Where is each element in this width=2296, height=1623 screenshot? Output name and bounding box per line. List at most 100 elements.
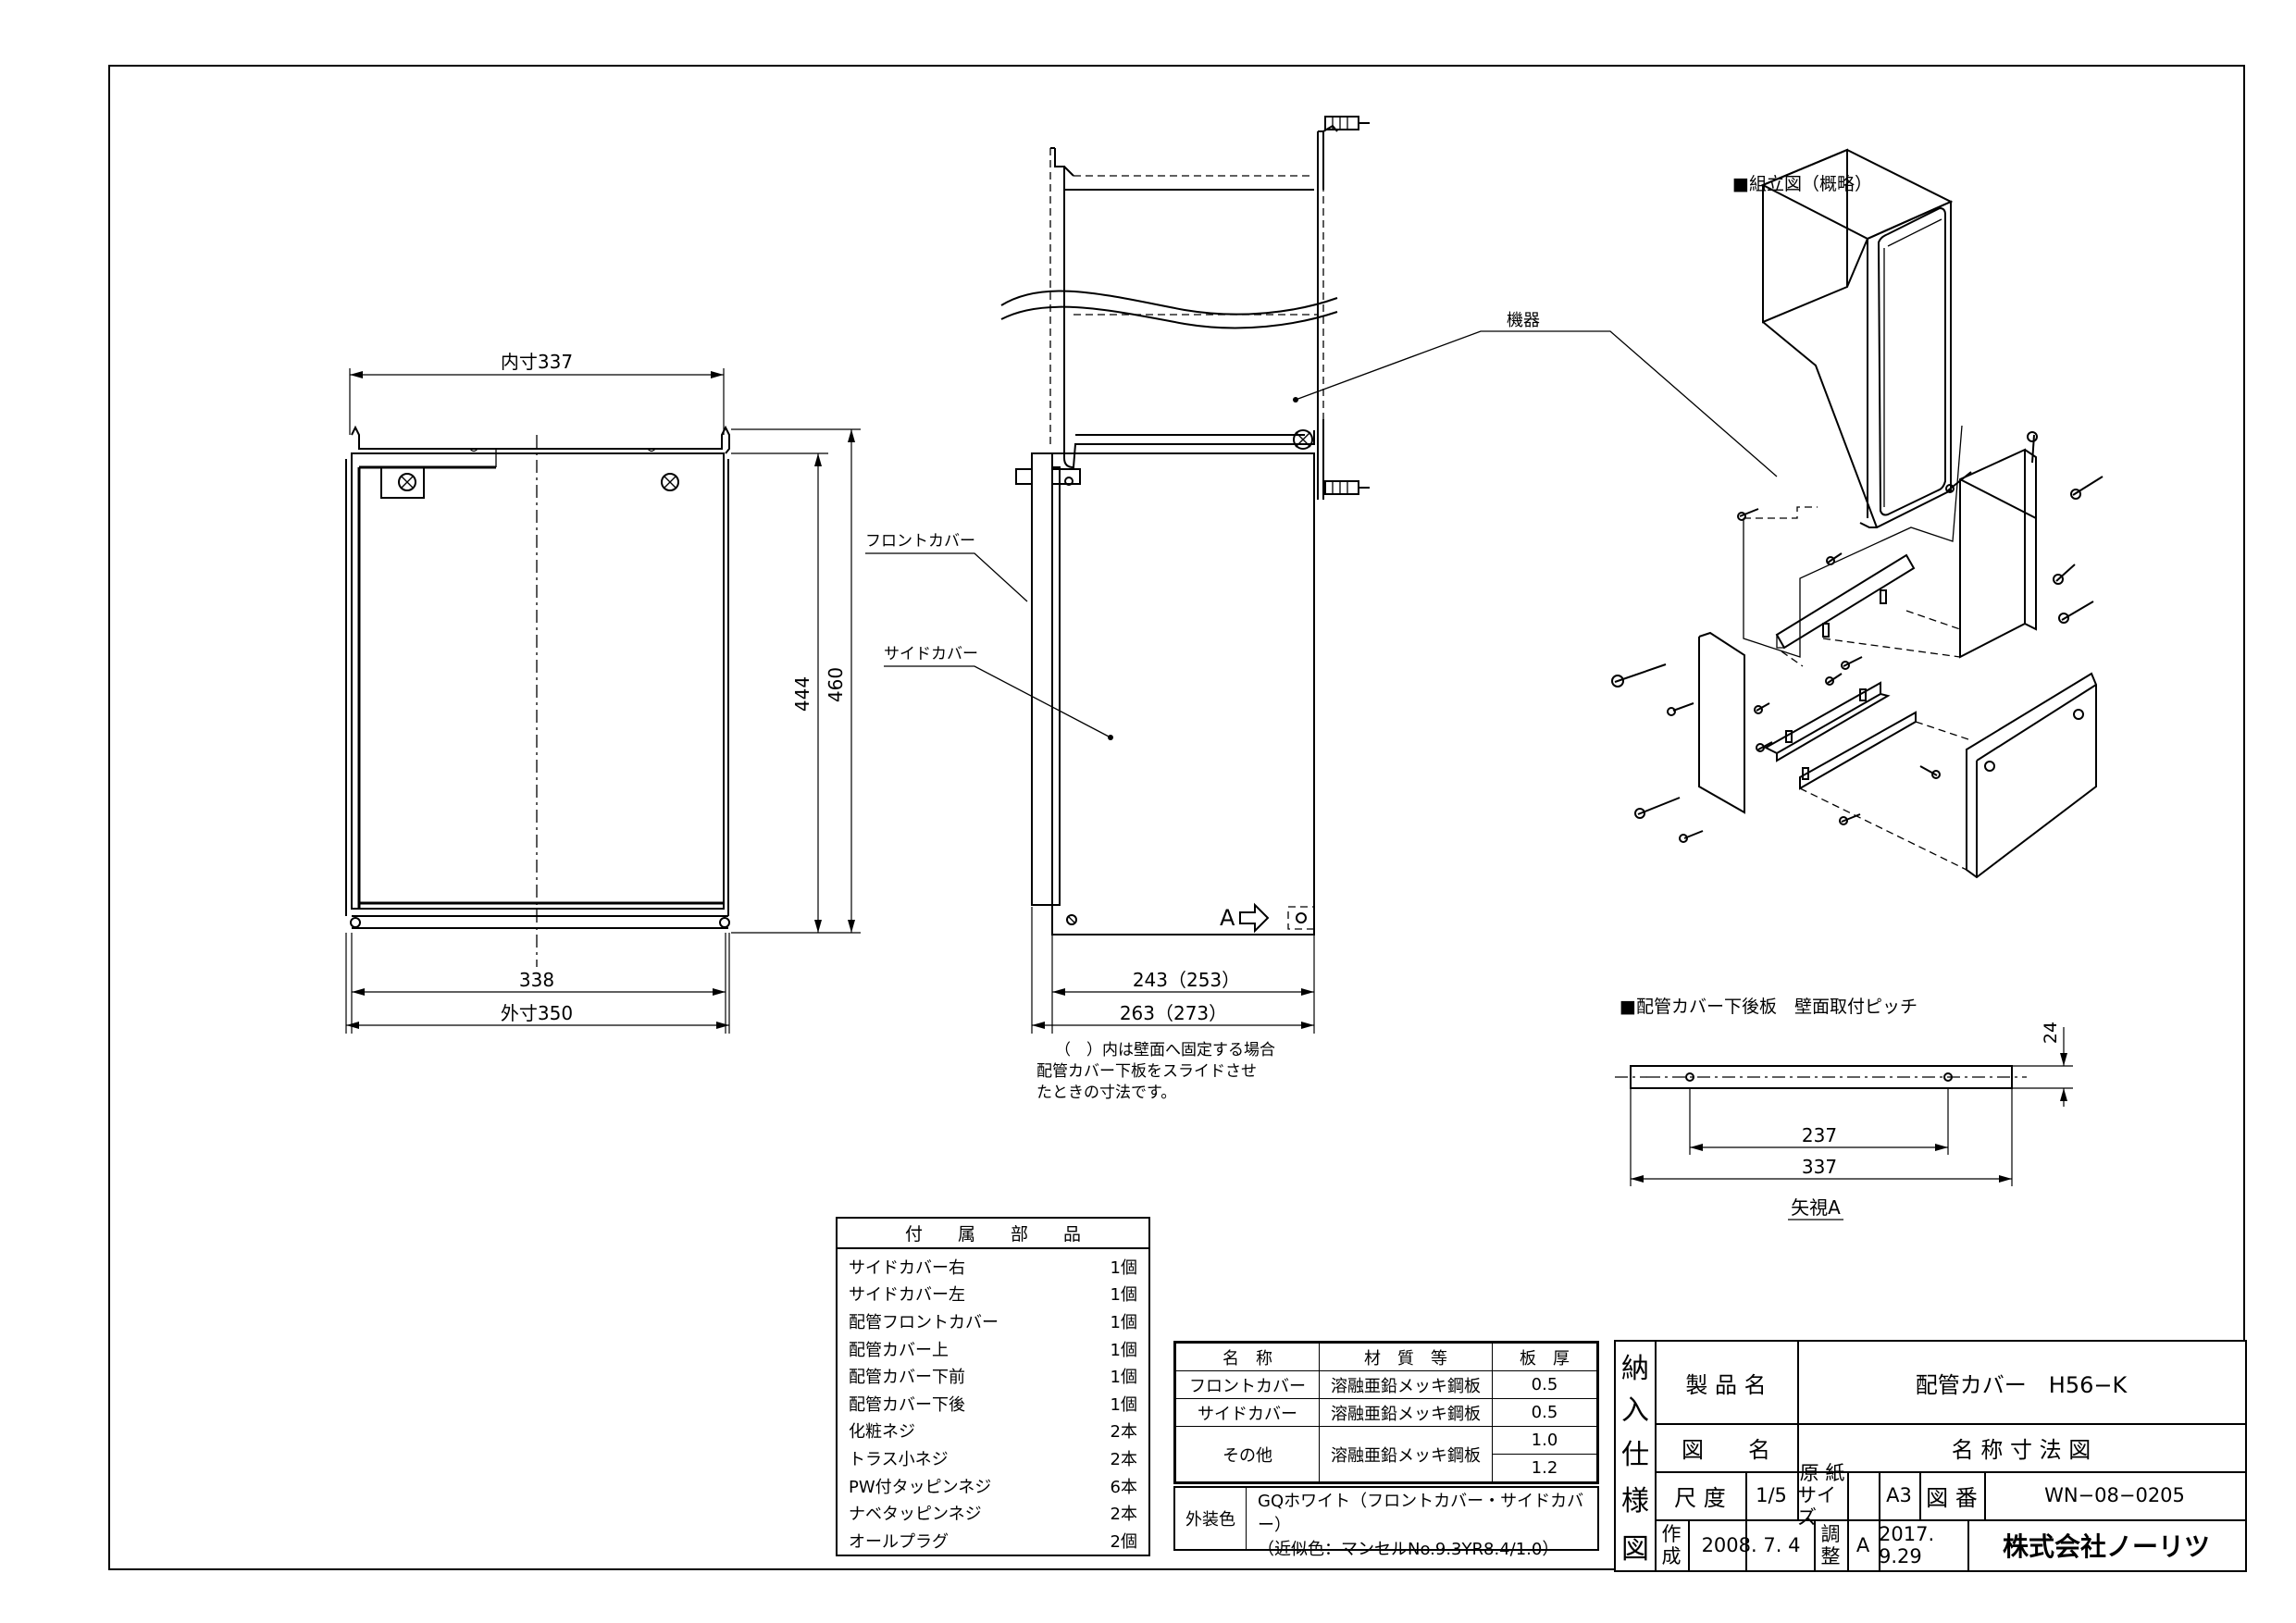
- company-name: 株式会社ノーリツ: [2002, 1530, 2210, 1562]
- exterior-color-line-2: （近似色：マンセルNo.9.3YR8.4/1.0）: [1258, 1540, 1559, 1559]
- product-name-label: 製 品 名: [1685, 1371, 1767, 1398]
- part-name: 配管フロントカバー: [849, 1312, 999, 1332]
- created-date: 2008. 7. 4: [1701, 1533, 1801, 1556]
- parts-row: 配管カバー下前 1個: [838, 1362, 1148, 1390]
- adjusted-date: 2017. 9.29: [1879, 1522, 1935, 1567]
- materials-header-material: 材 質 等: [1319, 1343, 1493, 1371]
- device-box: [1760, 148, 1954, 528]
- materials-header-thickness: 板 厚: [1492, 1343, 1597, 1371]
- part-qty: 1個: [1110, 1394, 1137, 1415]
- created-label-2: 成: [1661, 1544, 1682, 1567]
- label-side-cover: サイドカバー: [884, 645, 978, 663]
- parts-row: ナベタッピンネジ 2本: [838, 1499, 1148, 1527]
- part-qty: 6本: [1110, 1477, 1137, 1497]
- label-front-cover: フロントカバー: [865, 532, 975, 551]
- product-name-value: 配管カバー H56−K: [1915, 1371, 2128, 1398]
- part-qty: 1個: [1110, 1285, 1137, 1306]
- materials-header-row: 名 称 材 質 等 板 厚: [1175, 1343, 1597, 1371]
- part-qty: 1個: [1110, 1258, 1137, 1278]
- dim-depth-243: 243（253）: [1133, 969, 1240, 991]
- parts-row: 配管フロントカバー 1個: [838, 1307, 1148, 1335]
- title-block-side-5: 図: [1621, 1533, 1649, 1566]
- part-name: 配管カバー下前: [849, 1368, 965, 1388]
- dim-outer-width: 外寸350: [501, 1002, 573, 1024]
- parts-row: トラス小ネジ 2本: [838, 1444, 1148, 1472]
- part-name: 配管カバー上: [849, 1340, 949, 1360]
- part-name: PW付タッピンネジ: [849, 1477, 992, 1497]
- note-line-1: （ ）内は壁面へ固定する場合: [1055, 1041, 1275, 1059]
- drawing-number-value: WN−08−0205: [2044, 1484, 2185, 1506]
- title-block-side-4: 様: [1621, 1485, 1649, 1518]
- note-line-3: たときの寸法です。: [1036, 1084, 1176, 1102]
- part-name: トラス小ネジ: [849, 1449, 949, 1469]
- wall-screw-bottom: [1324, 480, 1370, 495]
- dim-height-460: 460: [825, 667, 847, 702]
- title-block-side-1: 納: [1621, 1353, 1649, 1385]
- part-qty: 2本: [1110, 1505, 1137, 1525]
- part-name: ナベタッピンネジ: [849, 1505, 982, 1525]
- side-view: A 243（253） 263（273） （ ）内は壁面へ固定する場合 配管カバー…: [1000, 116, 1370, 1102]
- dim-pitch-24: 24: [2041, 1022, 2061, 1044]
- materials-row: 1.2: [1176, 1454, 1597, 1482]
- materials-row-name: その他: [1175, 1426, 1320, 1482]
- arrow-a-label: A: [1220, 905, 1235, 931]
- materials-row-material: 溶融亜鉛メッキ鋼板: [1319, 1398, 1493, 1427]
- paper-size-value: A3: [1886, 1484, 1912, 1506]
- dim-depth-263: 263（273）: [1120, 1002, 1227, 1024]
- parts-row: PW付タッピンネジ 6本: [838, 1472, 1148, 1500]
- materials-row: フロントカバー 溶融亜鉛メッキ鋼板 0.5: [1175, 1370, 1597, 1399]
- parts-table-title: 付属部品: [838, 1219, 1148, 1249]
- parts-row: 配管カバー上 1個: [838, 1335, 1148, 1363]
- dim-width-338: 338: [519, 969, 554, 991]
- materials-row-material: 溶融亜鉛メッキ鋼板: [1319, 1426, 1493, 1482]
- materials-row-thickness: 1.2: [1492, 1454, 1597, 1482]
- parts-row: オールプラグ 2個: [838, 1527, 1148, 1555]
- title-block: 納 入 仕 様 図 製 品 名 配管カバー H56−K 図 名 名 称 寸 法 …: [1614, 1340, 2247, 1572]
- note-line-2: 配管カバー下板をスライドさせ: [1036, 1062, 1257, 1081]
- part-qty: 1個: [1110, 1368, 1137, 1388]
- exterior-color-box: 外装色 GQホワイト（フロントカバー・サイドカバー） （近似色：マンセルNo.9…: [1173, 1486, 1599, 1559]
- parts-row: 配管カバー下後 1個: [838, 1390, 1148, 1418]
- scale-value: 1/5: [1756, 1484, 1787, 1506]
- drawing-name-label: 図 名: [1682, 1436, 1770, 1463]
- drawing-number-label: 図 番: [1926, 1484, 1978, 1511]
- part-name: サイドカバー左: [849, 1285, 965, 1306]
- dim-inner-width: 内寸337: [501, 351, 573, 373]
- assembly-view: ■組立図（概略）: [1611, 148, 2104, 879]
- pitch-view: ■配管カバー下後板 壁面取付ピッチ 24 237 337 矢視A: [1615, 997, 2073, 1220]
- dim-height-444: 444: [791, 676, 813, 712]
- paper-size-label-1: 原 紙: [1799, 1462, 1845, 1484]
- drawing-frame: [108, 65, 2245, 1570]
- title-block-side-2: 入: [1621, 1394, 1649, 1427]
- label-device: 機器: [1507, 311, 1540, 330]
- materials-row: サイドカバー 溶融亜鉛メッキ鋼板 0.5: [1175, 1398, 1597, 1427]
- part-qty: 2本: [1110, 1449, 1137, 1469]
- adjusted-revision: A: [1855, 1533, 1870, 1556]
- created-label-1: 作: [1661, 1522, 1682, 1545]
- exterior-color-line-1: GQホワイト（フロントカバー・サイドカバー）: [1258, 1492, 1584, 1535]
- materials-row-thickness: 0.5: [1492, 1398, 1597, 1427]
- materials-row-thickness: 0.5: [1492, 1370, 1597, 1399]
- dim-pitch-337: 337: [1802, 1156, 1837, 1178]
- materials-table: 名 称 材 質 等 板 厚 フロントカバー 溶融亜鉛メッキ鋼板 0.5 サイドカ…: [1173, 1341, 1599, 1484]
- wall-screw-top: [1324, 116, 1370, 130]
- part-name: 化粧ネジ: [849, 1422, 915, 1443]
- part-name: 配管カバー下後: [849, 1394, 965, 1415]
- callouts: 機器 フロントカバー サイドカバー: [865, 311, 1778, 738]
- adjusted-label-1: 調: [1820, 1522, 1841, 1545]
- front-view: 内寸337 444 460: [345, 351, 861, 1034]
- title-block-side-3: 仕: [1621, 1439, 1649, 1471]
- materials-row: その他 溶融亜鉛メッキ鋼板 1.0: [1175, 1426, 1597, 1482]
- part-qty: 1個: [1110, 1312, 1137, 1332]
- parts-row: サイドカバー左 1個: [838, 1281, 1148, 1308]
- part-qty: 2個: [1110, 1531, 1137, 1552]
- part-qty: 1個: [1110, 1340, 1137, 1360]
- drawing-name-value: 名 称 寸 法 図: [1951, 1436, 2091, 1463]
- part-name: オールプラグ: [849, 1531, 949, 1552]
- materials-row-thickness: 1.0: [1492, 1426, 1597, 1455]
